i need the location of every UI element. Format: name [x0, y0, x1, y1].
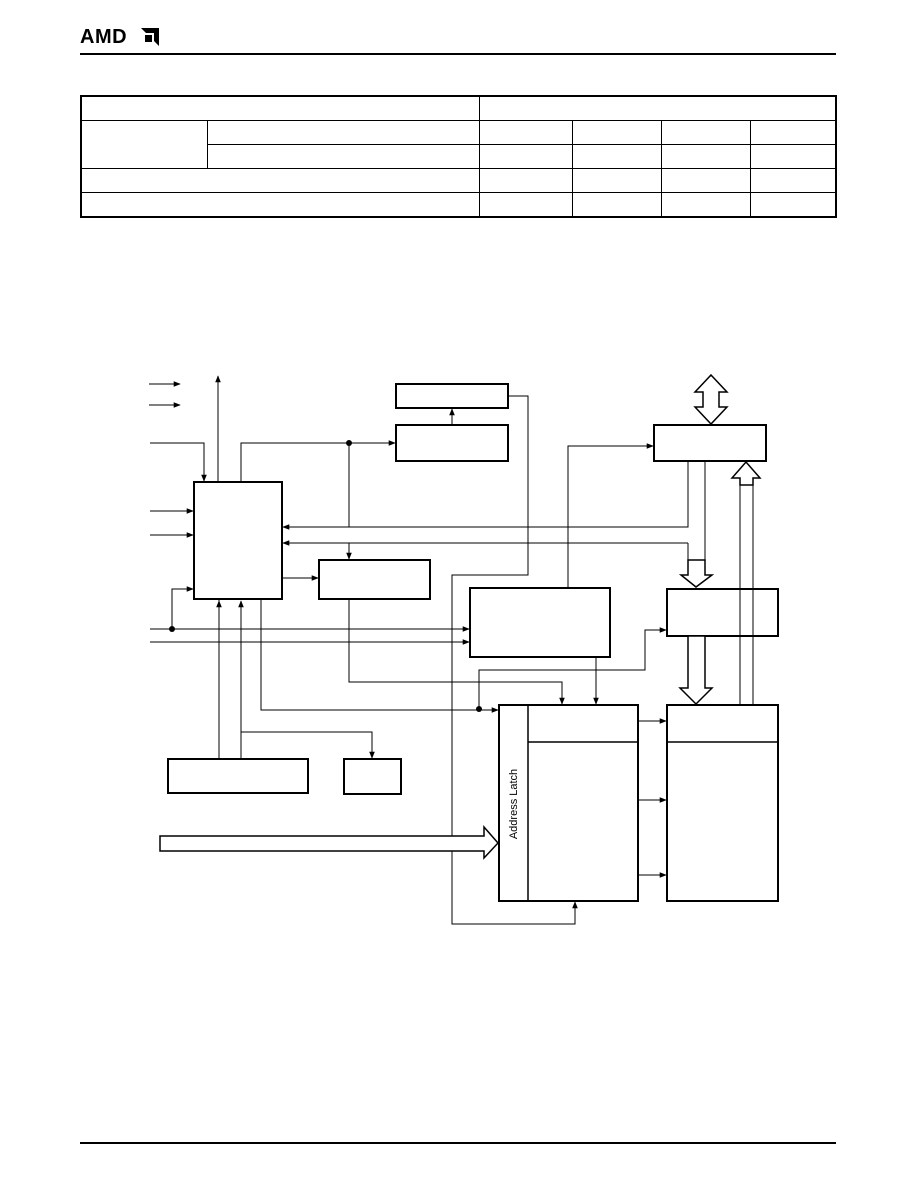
- footer-rule: [80, 1142, 836, 1144]
- table-cell: [749, 192, 837, 218]
- bus-down-arrow-lower: [678, 635, 714, 706]
- table-row: [81, 144, 837, 169]
- decoder-latch-block: [498, 704, 639, 902]
- table-cell: [207, 120, 481, 145]
- table-cell: [749, 168, 837, 193]
- table-cell: [479, 168, 574, 193]
- generator-block: [469, 587, 611, 658]
- cell-matrix-block: [666, 704, 779, 902]
- bus-up-arrow: [730, 460, 762, 486]
- table-cell: [479, 120, 574, 145]
- table-cell: [660, 192, 751, 218]
- table-cell: [80, 192, 481, 218]
- table-cell: [572, 168, 662, 193]
- spec-table: [80, 95, 837, 218]
- detector-block: [318, 559, 431, 600]
- data-bus-bidirectional-arrow: [693, 373, 729, 426]
- data-latch-block: [666, 588, 779, 637]
- table-cell: [479, 192, 574, 218]
- table-cell: [572, 120, 662, 145]
- command-register-block: [395, 424, 509, 462]
- table-cell: [660, 168, 751, 193]
- table-cell: [80, 95, 481, 121]
- table-cell: [80, 120, 209, 169]
- table-cell: [207, 144, 481, 169]
- io-buffers-block: [653, 424, 767, 462]
- table-cell: [749, 120, 837, 145]
- amd-arrow-logo-icon: [141, 28, 159, 46]
- timer-block: [167, 758, 309, 794]
- amd-logo-text: AMD: [80, 26, 128, 48]
- table-row: [80, 168, 837, 193]
- top-register-block: [395, 383, 509, 409]
- table-cell: [572, 144, 662, 169]
- table-row: [80, 192, 837, 218]
- state-control-block: [193, 481, 283, 600]
- bus-down-arrow: [678, 559, 715, 588]
- address-latch-label: Address Latch: [508, 769, 520, 839]
- header-rule: [80, 53, 836, 55]
- table-cell: [749, 144, 837, 169]
- table-cell: [572, 192, 662, 218]
- small-block: [343, 758, 402, 795]
- table-row: [80, 120, 837, 169]
- table-cell: [80, 168, 481, 193]
